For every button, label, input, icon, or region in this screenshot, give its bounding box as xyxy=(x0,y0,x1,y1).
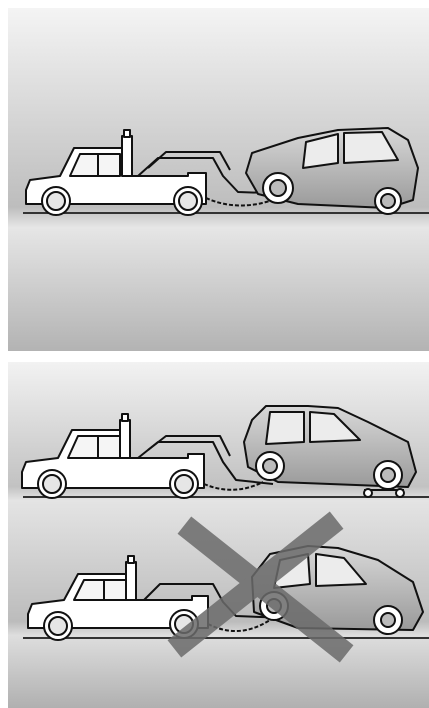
towing-panel-rear xyxy=(8,362,429,708)
towing-panel-front-lift xyxy=(8,8,429,351)
towing-illustration-front-lift xyxy=(8,8,429,351)
panel-background xyxy=(8,362,429,708)
towing-illustration-rear xyxy=(8,362,429,708)
